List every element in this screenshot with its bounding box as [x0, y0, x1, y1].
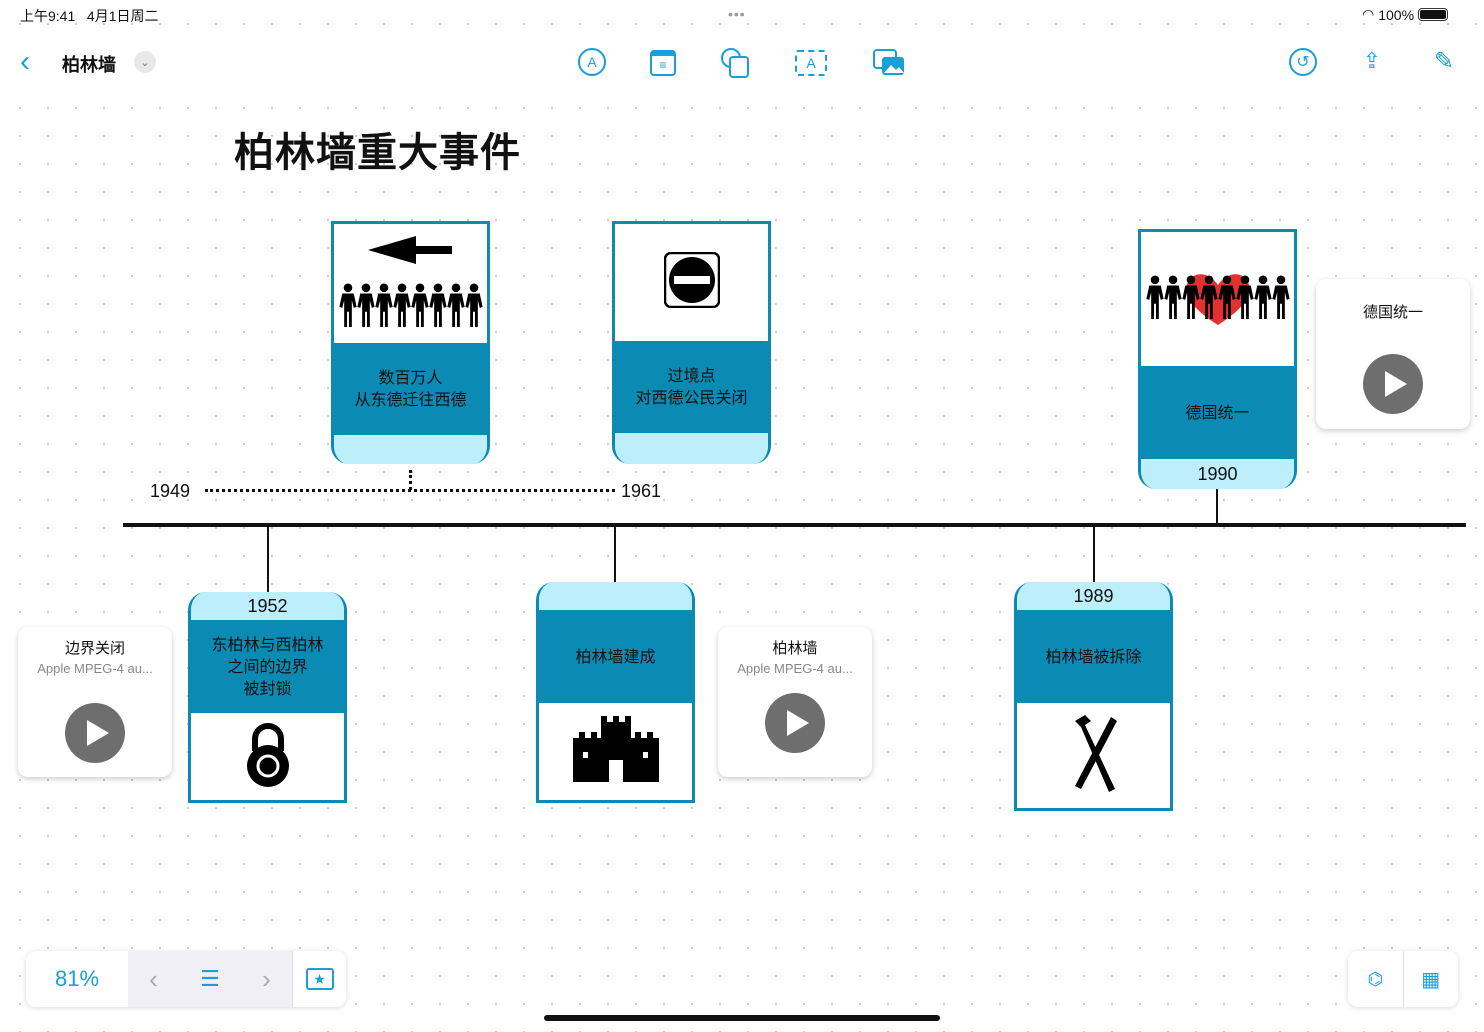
- card-text: 过境点: [667, 366, 716, 385]
- event-card-crossing[interactable]: 过境点对西德公民关闭: [612, 221, 771, 464]
- pen-icon[interactable]: A: [578, 48, 606, 76]
- timeline-line[interactable]: [123, 523, 1466, 527]
- hammer-wrench-icon: [1067, 713, 1121, 798]
- audio-subtitle: Apple MPEG-4 au...: [737, 661, 853, 676]
- event-card-border-closed[interactable]: 1952 东柏林与西柏林之间的边界被封锁: [188, 592, 347, 803]
- compose-icon[interactable]: ✎: [1433, 47, 1455, 75]
- card-text: 对西德公民关闭: [635, 388, 748, 407]
- toolbar: ‹ 柏林墙 ⌄ A ≡ A ↺ ⇪ ✎: [0, 40, 1484, 86]
- audio-card-wall[interactable]: 柏林墙 Apple MPEG-4 au...: [718, 627, 872, 777]
- undo-icon[interactable]: ↺: [1289, 48, 1317, 76]
- media-icon[interactable]: [872, 47, 906, 79]
- audio-title: 边界关闭: [64, 639, 125, 657]
- audio-subtitle: Apple MPEG-4 au...: [37, 661, 153, 676]
- view-options-bar: ⌬ ▦: [1348, 951, 1458, 1007]
- arrow-left-icon: [367, 235, 454, 269]
- share-icon[interactable]: ⇪: [1362, 48, 1382, 73]
- people-icon: [338, 282, 483, 332]
- year-label-1989: 1989: [1017, 582, 1170, 610]
- zoom-level-button[interactable]: 81%: [54, 966, 100, 991]
- next-icon[interactable]: ›: [262, 963, 271, 994]
- year-label-1952: 1952: [191, 592, 344, 620]
- play-icon[interactable]: [65, 703, 125, 763]
- heart-icon: [1185, 273, 1250, 325]
- card-text: 被封锁: [243, 678, 292, 698]
- status-time: 上午9:41 4月1日周二: [20, 8, 159, 24]
- card-text: 之间的边界: [227, 656, 308, 676]
- dotted-span-line: [205, 489, 615, 492]
- list-icon[interactable]: ☰: [200, 966, 220, 991]
- connector-icon[interactable]: ⌬: [1348, 951, 1404, 1007]
- audio-title: 柏林墙: [772, 639, 818, 657]
- status-right: ◠ 100%: [1362, 6, 1449, 23]
- audio-card-reunification[interactable]: 德国统一: [1316, 279, 1470, 429]
- wifi-icon: ◠: [1362, 6, 1375, 22]
- year-label-1961: 1961: [621, 481, 662, 501]
- board-title[interactable]: 柏林墙重大事件: [234, 131, 521, 175]
- card-text: 柏林墙被拆除: [1045, 646, 1142, 666]
- back-icon[interactable]: ‹: [20, 45, 30, 78]
- event-card-migration[interactable]: 数百万人从东德迁往西德: [331, 221, 490, 464]
- text-box-icon[interactable]: A: [795, 50, 827, 76]
- year-label-1990: 1990: [1141, 459, 1294, 489]
- card-text: 数百万人: [378, 368, 443, 387]
- battery-icon: [1418, 8, 1449, 21]
- connector-line: [614, 527, 616, 582]
- chevron-down-icon[interactable]: ⌄: [134, 51, 156, 73]
- connector-line: [1216, 488, 1218, 524]
- card-text: 东柏林与西柏林: [211, 634, 324, 654]
- event-card-reunification[interactable]: 德国统一 1990: [1138, 229, 1297, 489]
- card-text: 德国统一: [1185, 402, 1250, 422]
- year-label-1949: 1949: [150, 481, 191, 501]
- zoom-navigation-bar: 81% ‹ ☰ › ★: [26, 951, 346, 1007]
- event-card-wall-demolished[interactable]: 1989 柏林墙被拆除: [1014, 582, 1173, 811]
- no-entry-icon: [663, 251, 720, 313]
- play-icon[interactable]: [1363, 354, 1423, 414]
- multitask-dots[interactable]: •••: [728, 6, 746, 22]
- grid-icon[interactable]: ▦: [1421, 968, 1441, 991]
- connector-line: [1093, 527, 1095, 582]
- connector-line: [267, 527, 269, 592]
- note-icon[interactable]: ≡: [650, 50, 676, 76]
- castle-icon: [572, 716, 659, 787]
- lock-icon: [245, 721, 291, 792]
- home-indicator[interactable]: [544, 1015, 940, 1021]
- previous-icon[interactable]: ‹: [149, 963, 158, 994]
- audio-title: 德国统一: [1362, 303, 1423, 321]
- heart-people-icon: [1145, 267, 1290, 332]
- card-text: 柏林墙建成: [575, 646, 656, 666]
- audio-card-border-closed[interactable]: 边界关闭 Apple MPEG-4 au...: [18, 627, 172, 777]
- document-title[interactable]: 柏林墙: [62, 55, 116, 75]
- dotted-tick: [409, 470, 412, 490]
- play-icon[interactable]: [765, 693, 825, 753]
- shapes-icon[interactable]: [720, 47, 752, 79]
- star-bookmark-icon[interactable]: ★: [305, 968, 334, 990]
- event-card-wall-built[interactable]: 柏林墙建成: [536, 582, 695, 803]
- card-text: 从东德迁往西德: [354, 390, 467, 409]
